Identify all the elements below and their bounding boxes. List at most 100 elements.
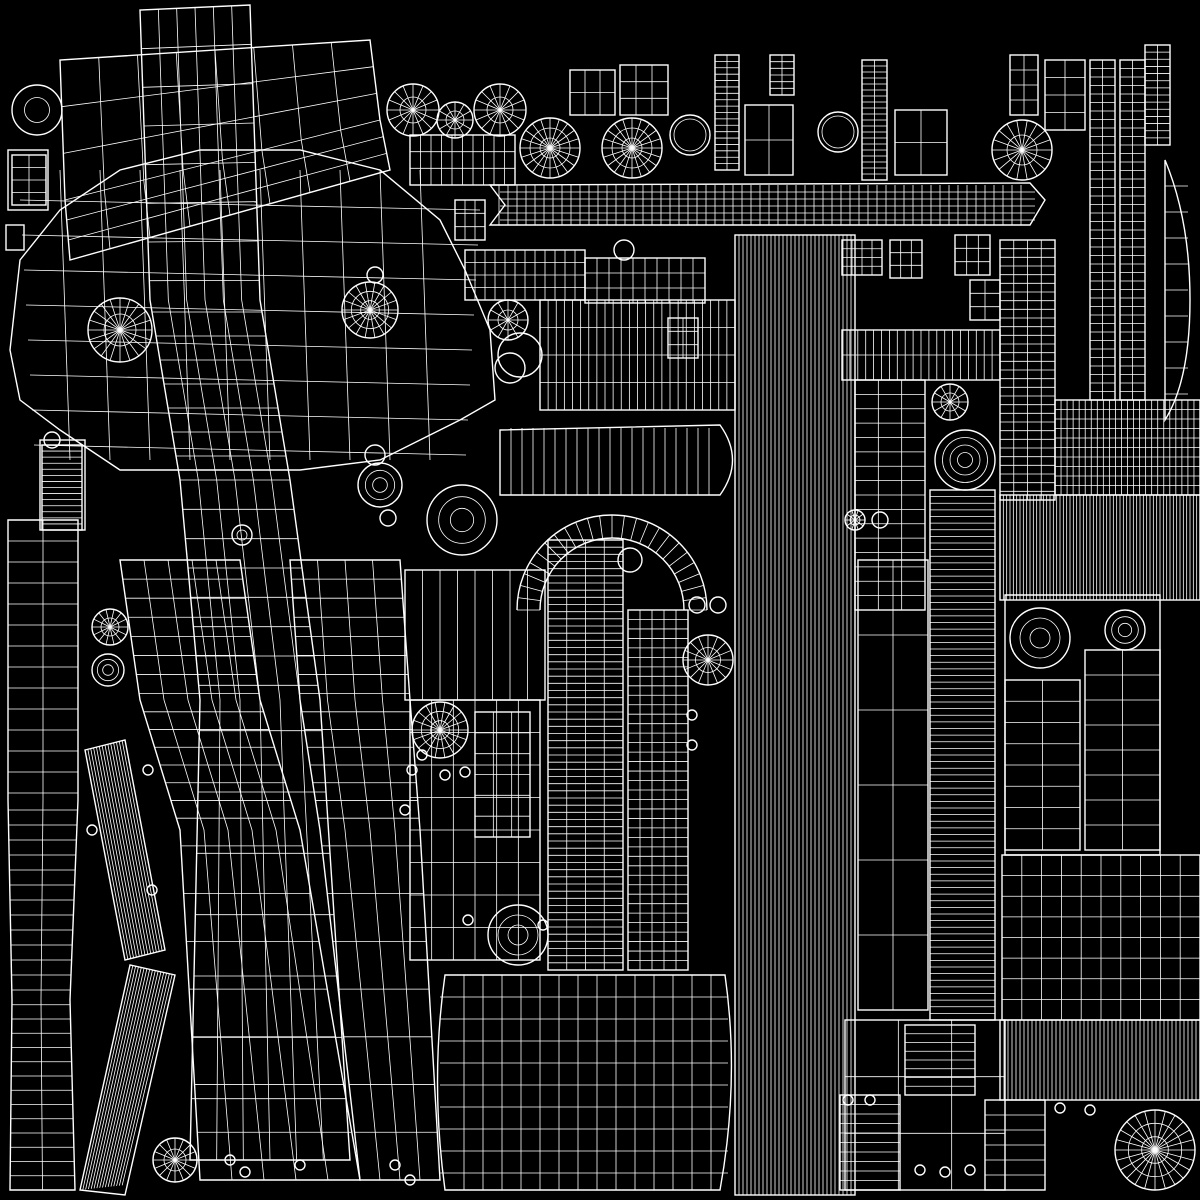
uv-circle [366,266,384,284]
uv-edge [98,626,111,642]
uv-edge [166,1159,176,1181]
uv-edge [854,519,859,530]
uv-shell [619,64,669,116]
uv-edge [599,515,603,539]
uv-edge [418,729,441,749]
uv-shell [454,199,486,241]
uv-edge [317,559,381,1181]
uv-edge [603,147,633,158]
uv-edge [993,139,1023,151]
uv-edge [934,392,951,403]
uv-edge [119,319,151,331]
uv-dot [389,1159,401,1171]
uv-edge [639,522,649,544]
uv-edge [1116,1149,1156,1161]
uv-edge [507,309,526,321]
uv-ring [1111,616,1139,644]
uv-edge [525,130,551,149]
uv-edge [631,119,642,149]
uv-edge [412,99,438,111]
uv-edge [191,559,297,1181]
uv-edge [116,742,157,953]
uv-circle [617,547,643,573]
uv-edge [110,743,152,954]
uv-edge [119,329,131,361]
uv-edge [549,123,568,149]
uv-dot [459,766,471,778]
uv-edge [330,42,351,182]
uv-edge [439,729,455,755]
uv-edge [846,513,856,521]
uv-shell-torso [9,149,496,471]
uv-edge [21,234,479,246]
uv-dot [1054,1102,1066,1114]
uv-edge [1021,123,1038,151]
uv-dot [294,1159,306,1171]
uv-edge [174,1139,184,1161]
uv-shell [7,519,79,1191]
uv-edge [107,744,149,955]
uv-edge [549,138,579,149]
uv-edge [113,972,165,1187]
uv-edge [292,44,311,193]
uv-edge [683,597,707,601]
uv-edge [439,711,462,731]
uv-edge [88,966,139,1190]
uv-dot [939,1166,951,1178]
uv-edge [674,562,695,575]
uv-edge [647,527,660,548]
uv-ring [449,507,475,533]
uv-edge [1154,1149,1166,1189]
uv-edge [121,974,173,1186]
uv-edge [445,104,456,121]
uv-edge [29,374,471,386]
uv-edge [93,747,134,958]
uv-edge [413,720,441,731]
uv-circle [688,596,706,614]
uv-circle [673,118,707,152]
uv-dot [914,1164,926,1176]
uv-shell [844,1019,1006,1191]
uv-edge [98,57,111,249]
uv-wheel [1104,609,1146,651]
uv-edge [104,744,146,956]
uv-edge [109,612,122,628]
uv-dot [404,1174,416,1186]
uv-edge [344,559,401,1181]
uv-edge [481,91,501,111]
uv-edge [499,109,525,121]
uv-edge [684,650,709,661]
uv-edge [549,147,560,177]
uv-ribbon [79,964,176,1196]
uv-edge [1154,1149,1190,1171]
uv-edge [59,169,71,461]
uv-edge [355,309,371,335]
uv-edge [179,169,191,461]
uv-edge [105,609,111,628]
uv-edge [93,329,121,350]
uv-edge [1144,1111,1156,1151]
uv-edge [1154,1149,1184,1179]
uv-edge [119,329,147,350]
uv-edge [369,285,385,311]
uv-edge [33,444,467,456]
uv-edge [439,720,467,731]
uv-edge [1116,1139,1156,1151]
uv-ring [372,477,388,493]
uv-edge [499,99,525,111]
uv-edge [369,291,392,311]
uv-edge [109,626,122,642]
uv-circle [709,596,727,614]
uv-edge [343,309,371,320]
uv-edge [402,109,414,135]
uv-circle [613,239,635,261]
uv-edge [25,304,475,316]
uv-edge [1021,149,1038,177]
uv-edge [116,973,167,1187]
uv-edge [851,519,856,530]
uv-edge [166,1139,176,1161]
uv-edge [369,300,397,311]
uv-edge [707,659,726,678]
uv-circle [871,511,889,529]
uv-edge [489,85,501,111]
